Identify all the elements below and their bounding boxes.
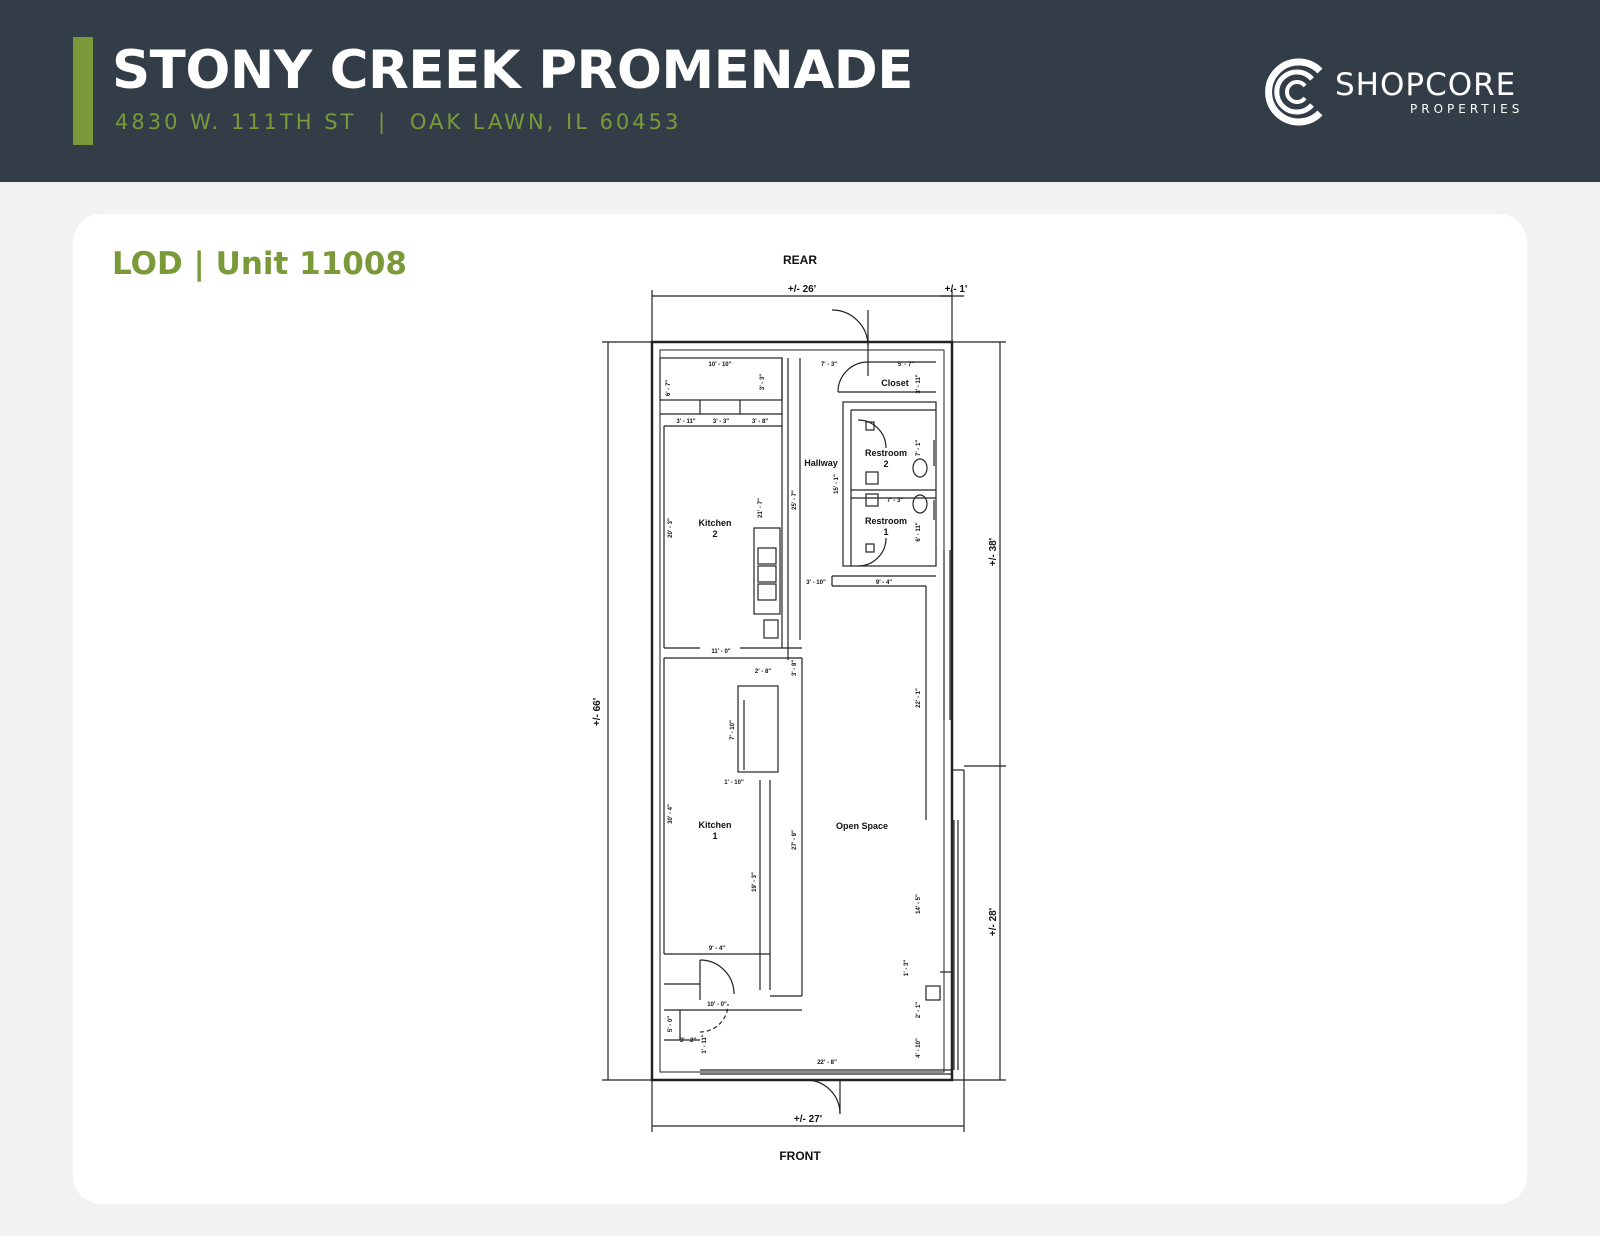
dim-label: 4' - 10" (916, 1038, 922, 1058)
dim-label: 1' - 10" (724, 780, 744, 786)
dim-label: 27' - 9" (792, 830, 798, 850)
room-open-space: Open Space (836, 821, 888, 831)
dim-label: 3' - 8" (752, 419, 768, 425)
dim-label: 10' - 0" (707, 1002, 727, 1008)
dim-label: 7' - 3" (821, 362, 837, 368)
dim-label: 14' - 5" (916, 894, 922, 914)
dim-rear-offset: +/- 1' (945, 284, 968, 295)
header-banner (0, 0, 1600, 182)
unit-title: LOD | Unit 11008 (112, 246, 407, 282)
room-kitchen2-number: 2 (712, 529, 717, 539)
logo-subtitle: PROPERTIES (1410, 102, 1524, 116)
dim-label: 7' - 1" (916, 440, 922, 456)
dim-label: 6' - 11" (916, 522, 922, 541)
dim-label: 1' - 3" (904, 960, 910, 976)
front-label: FRONT (779, 1149, 821, 1163)
room-kitchen2-label: Kitchen (698, 518, 731, 528)
dim-label: 11' - 0" (711, 649, 730, 655)
dim-label: 2' - 8" (755, 669, 771, 675)
address-street: 4830 W. 111TH ST (115, 110, 357, 134)
dim-label: 3' - 2" (680, 1038, 696, 1044)
room-kitchen1-number: 1 (712, 831, 717, 841)
dim-label: 2' - 1" (916, 1002, 922, 1018)
rear-label: REAR (783, 253, 817, 267)
dim-label: 1' - 11" (702, 1034, 708, 1053)
dim-label: 30' - 4" (668, 804, 674, 824)
shopcore-logo: SHOPCORE PROPERTIES (1260, 55, 1540, 129)
property-title: STONY CREEK PROMENADE (112, 40, 913, 101)
dim-label: 9' - 4" (709, 946, 725, 952)
dim-label: 25' - 7" (792, 490, 798, 510)
dim-label: 22' - 1" (916, 688, 922, 708)
dim-label: 6' - 7" (666, 380, 672, 396)
room-hallway: Hallway (804, 458, 838, 468)
property-address: 4830 W. 111TH ST | OAK LAWN, IL 60453 (115, 110, 681, 134)
room-restroom1-number: 1 (883, 527, 888, 537)
address-city: OAK LAWN, IL 60453 (409, 110, 682, 134)
room-restroom2-label: Restroom (865, 448, 907, 458)
dim-right-upper: +/- 38' (988, 538, 999, 566)
dim-left-depth: +/- 66' (592, 698, 603, 726)
dim-label: 10' - 10" (709, 362, 732, 368)
dim-label: 21' - 7" (758, 498, 764, 518)
room-kitchen1-label: Kitchen (698, 820, 731, 830)
dim-label: 9' - 4" (876, 580, 892, 586)
address-separator: | (378, 110, 389, 134)
dim-rear-width: +/- 26' (788, 284, 816, 295)
dim-front-width: +/- 27' (794, 1114, 822, 1125)
accent-bar (73, 37, 93, 145)
dim-label: 5' - 7" (898, 362, 914, 368)
dim-right-lower: +/- 28' (988, 908, 999, 936)
dim-label: 19' - 3" (752, 872, 758, 892)
dim-label: 7' - 3" (887, 498, 903, 504)
dim-label: 3' - 10" (806, 580, 826, 586)
dim-label: 3' - 8" (792, 660, 798, 676)
dim-label: 3' - 3" (713, 419, 729, 425)
dim-label: 15' - 1" (834, 474, 840, 494)
dim-label: 3' - 11" (916, 374, 922, 393)
room-restroom2-number: 2 (883, 459, 888, 469)
dim-label: 3' - 11" (676, 419, 695, 425)
dim-label: 3' - 3" (760, 374, 766, 390)
dim-label: 5' - 0" (668, 1016, 674, 1032)
room-closet: Closet (881, 378, 909, 388)
dim-label: 20' - 3" (668, 518, 674, 538)
shopcore-c-logo-icon (1265, 58, 1323, 126)
room-restroom1-label: Restroom (865, 516, 907, 526)
dim-label: 7' - 10" (730, 720, 736, 740)
dim-label: 22' - 8" (817, 1060, 837, 1066)
logo-name: SHOPCORE (1335, 67, 1517, 103)
